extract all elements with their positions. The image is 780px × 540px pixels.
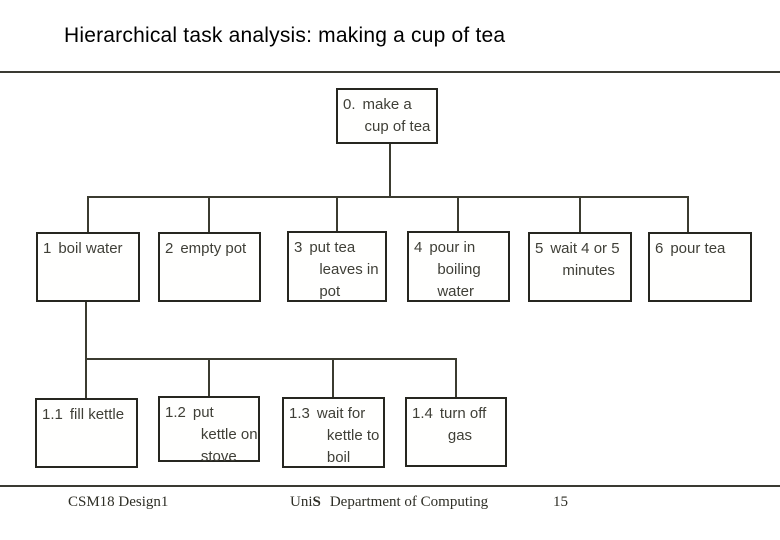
task-number: 1.2 <box>165 404 186 421</box>
task-node-0-make-a-cup-of-tea: 0. make a cup of tea <box>336 88 438 144</box>
connector-node1-drop <box>85 302 87 398</box>
task-label-line: boiling <box>437 261 481 278</box>
task-label-line: pour tea <box>670 240 726 257</box>
task-label-line: put tea <box>309 239 356 256</box>
connector-bus-level1 <box>87 196 689 198</box>
footer-unis-s: S <box>312 494 321 510</box>
connector-bus-level2 <box>85 358 457 360</box>
connector-drop-node4 <box>457 196 459 231</box>
task-number: 2 <box>165 240 174 257</box>
connector-drop-node5 <box>579 196 581 232</box>
footer-page-number: 15 <box>553 494 568 510</box>
connector-drop-node12 <box>208 358 210 396</box>
task-number: 6 <box>655 240 664 257</box>
task-node-1-1-fill-kettle: 1.1 fill kettle <box>35 398 138 468</box>
connector-drop-node2 <box>208 196 210 232</box>
task-label-line: kettle to <box>326 427 380 444</box>
footer-unis-uni: Uni <box>290 494 313 510</box>
task-label-line: wait 4 or 5 <box>550 240 620 257</box>
task-node-1-3-wait-for-kettle-to-boil: 1.3 wait for kettle to boil <box>282 397 385 468</box>
slide-title: Hierarchical task analysis: making a cup… <box>64 24 506 47</box>
task-number: 0. <box>343 96 356 113</box>
task-label-line: water <box>437 283 475 300</box>
task-label-line: boil <box>326 449 351 466</box>
task-label-line: leaves in <box>319 261 379 278</box>
task-number: 4 <box>414 239 423 256</box>
task-label-line: minutes <box>562 262 615 279</box>
task-label-line: cup of tea <box>364 118 431 135</box>
task-label-line: gas <box>447 427 473 444</box>
task-number: 1 <box>43 240 52 257</box>
connector-drop-node13 <box>332 358 334 397</box>
footer-department-label: UniS Department of Computing <box>290 494 488 511</box>
task-label-line: empty pot <box>180 240 247 257</box>
task-node-6-pour-tea: 6 pour tea <box>648 232 752 302</box>
task-node-1-boil-water: 1 boil water <box>36 232 140 302</box>
task-label-line: pot <box>319 283 341 300</box>
connector-drop-node1 <box>87 196 89 232</box>
task-label-line: put <box>192 404 214 421</box>
task-number: 1.4 <box>412 405 433 422</box>
connector-drop-node6 <box>687 196 689 232</box>
task-node-1-2-put-kettle-on-stove: 1.2 put kettle on stove <box>158 396 260 465</box>
task-node-4-pour-in-boiling-water: 4 pour in boiling water <box>407 231 510 302</box>
task-label-line: make a <box>362 96 412 113</box>
task-label-line: pour in <box>429 239 476 256</box>
task-label-line: wait for <box>316 405 366 422</box>
task-number: 1.3 <box>289 405 310 422</box>
task-label-line: turn off <box>439 405 487 422</box>
task-node-1-4-turn-off-gas: 1.4 turn off gas <box>405 397 507 467</box>
connector-root-drop <box>389 144 391 196</box>
task-label-line: boil water <box>58 240 123 257</box>
task-label-line: stove <box>200 448 237 465</box>
task-node-3-put-tea-leaves-in-pot: 3 put tea leaves in pot <box>287 231 387 302</box>
task-node-5-wait-4-or-5-minutes: 5 wait 4 or 5 minutes <box>528 232 632 302</box>
title-divider <box>0 71 780 73</box>
task-number: 3 <box>294 239 303 256</box>
task-number: 5 <box>535 240 544 257</box>
connector-drop-node3 <box>336 196 338 231</box>
footer-divider <box>0 485 780 487</box>
task-number: 1.1 <box>42 406 63 423</box>
task-label-line: fill kettle <box>69 406 125 423</box>
task-node-2-empty-pot: 2 empty pot <box>158 232 261 302</box>
connector-drop-node14 <box>455 358 457 397</box>
footer-course-label: CSM18 Design1 <box>68 494 169 510</box>
task-label-line: kettle on <box>200 426 258 443</box>
footer-department-text: Department of Computing <box>329 494 489 510</box>
